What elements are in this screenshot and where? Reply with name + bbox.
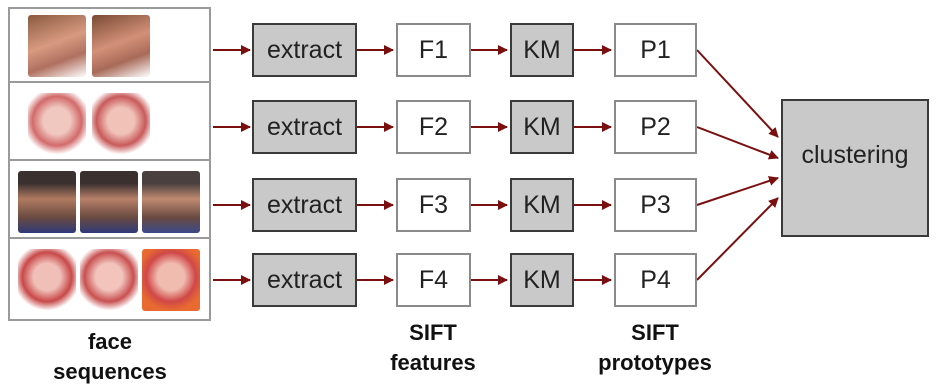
clustering-box: clustering xyxy=(781,99,929,237)
prototype-box-p4: P4 xyxy=(614,253,697,307)
km-box-1: KM xyxy=(510,23,574,77)
clustering-label: clustering xyxy=(801,141,909,169)
arrow-p2-to-clustering xyxy=(696,126,779,160)
caption-sift-features: SIFT features xyxy=(358,318,508,378)
face-thumbnail xyxy=(28,15,86,77)
face-sequence-4 xyxy=(10,243,209,317)
extract-box-3: extract xyxy=(252,178,357,232)
caption-face-sequences: face sequences xyxy=(30,327,190,387)
face-sequence-1 xyxy=(10,9,209,83)
arrow-p3-to-clustering xyxy=(696,176,779,206)
face-sequence-2 xyxy=(10,87,209,161)
caption-line: SIFT xyxy=(631,320,679,345)
face-thumbnail xyxy=(142,171,200,233)
feature-box-f1: F1 xyxy=(396,23,471,77)
face-sequences-panel xyxy=(8,7,211,321)
prototype-box-p3: P3 xyxy=(614,178,697,232)
extract-box-1: extract xyxy=(252,23,357,77)
caption-sift-prototypes: SIFT prototypes xyxy=(575,318,735,378)
face-thumbnail xyxy=(28,93,86,155)
km-box-3: KM xyxy=(510,178,574,232)
face-thumbnail xyxy=(18,249,76,311)
extract-box-2: extract xyxy=(252,100,357,154)
face-thumbnail xyxy=(142,249,200,311)
caption-line: prototypes xyxy=(598,350,712,375)
caption-line: features xyxy=(390,350,476,375)
arrow-p4-to-clustering xyxy=(696,197,779,281)
km-box-4: KM xyxy=(510,253,574,307)
face-thumbnail xyxy=(92,15,150,77)
caption-line: face xyxy=(87,329,133,354)
feature-box-f2: F2 xyxy=(396,100,471,154)
face-thumbnail xyxy=(92,93,150,155)
face-sequence-3 xyxy=(10,165,209,239)
caption-line: SIFT xyxy=(409,320,457,345)
face-thumbnail xyxy=(18,171,76,233)
prototype-box-p2: P2 xyxy=(614,100,697,154)
feature-box-f3: F3 xyxy=(396,178,471,232)
arrow-p1-to-clustering xyxy=(696,49,779,138)
caption-line: sequences xyxy=(53,359,167,384)
km-box-2: KM xyxy=(510,100,574,154)
feature-box-f4: F4 xyxy=(396,253,471,307)
face-thumbnail xyxy=(80,249,138,311)
face-thumbnail xyxy=(80,171,138,233)
extract-box-4: extract xyxy=(252,253,357,307)
prototype-box-p1: P1 xyxy=(614,23,697,77)
